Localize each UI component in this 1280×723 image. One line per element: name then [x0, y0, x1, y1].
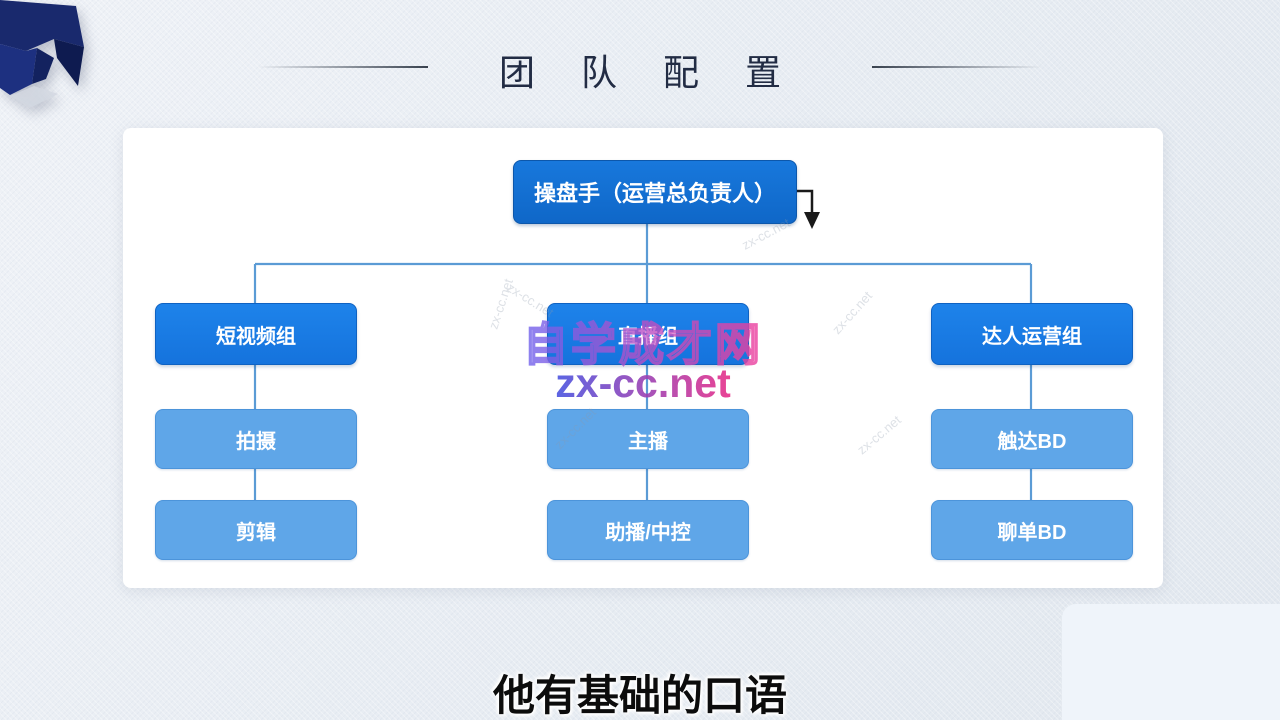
ribbon-decoration-icon	[0, 0, 84, 108]
org-node-reach-bd: 触达BD	[931, 409, 1133, 469]
corner-panel	[1062, 604, 1280, 720]
org-node-group-livestream: 直播组	[547, 303, 749, 365]
org-node-shooting: 拍摄	[155, 409, 357, 469]
org-node-editing: 剪辑	[155, 500, 357, 560]
org-node-group-talent-ops: 达人运营组	[931, 303, 1133, 365]
org-node-group-short-video: 短视频组	[155, 303, 357, 365]
title-divider-right	[872, 66, 1042, 68]
org-node-co-host-control: 助播/中控	[547, 500, 749, 560]
video-subtitle: 他有基础的口语	[492, 674, 787, 720]
org-node-chat-bd: 聊单BD	[931, 500, 1133, 560]
org-node-host: 主播	[547, 409, 749, 469]
title-divider-left	[258, 66, 428, 68]
org-node-root: 操盘手（运营总负责人）	[513, 160, 797, 224]
page-title: 团队配置	[498, 53, 827, 93]
